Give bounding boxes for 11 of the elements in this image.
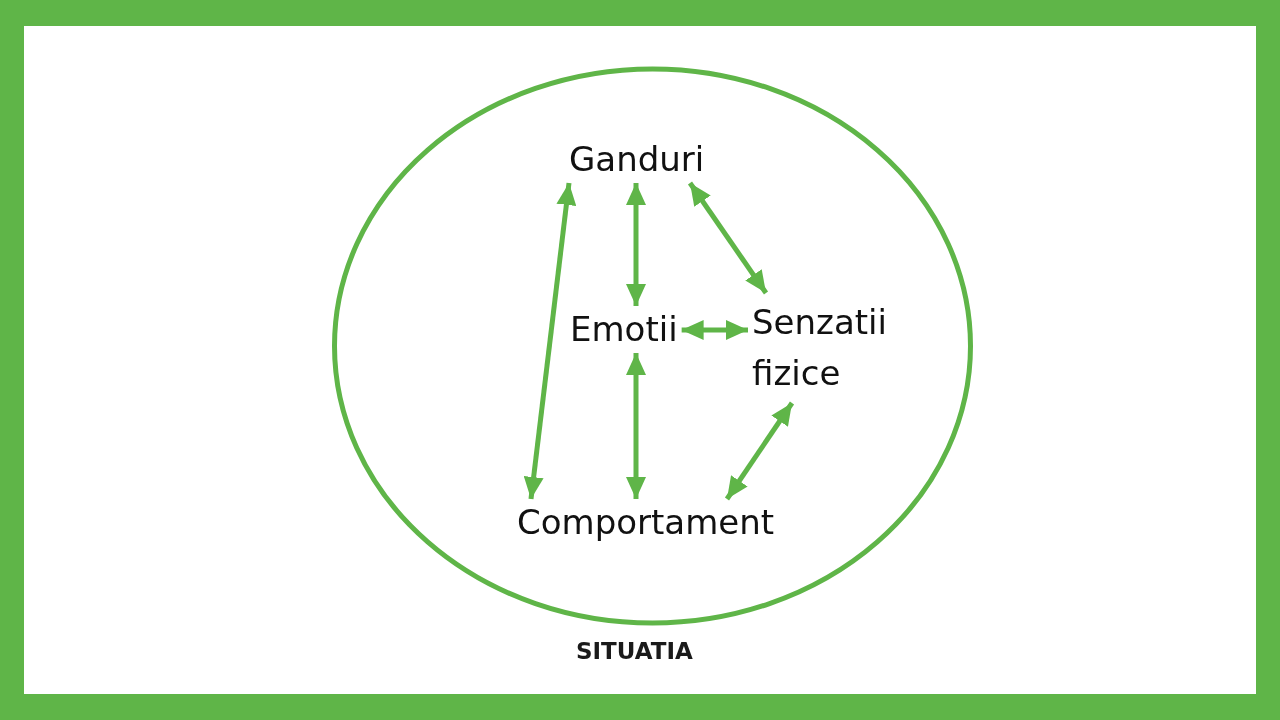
concept-label: Ganduri <box>569 140 705 179</box>
arrow <box>681 320 748 340</box>
concept-label: Senzatii fizice <box>752 297 902 399</box>
arrow <box>687 181 769 295</box>
arrow <box>626 183 646 306</box>
arrow <box>626 353 646 499</box>
concept-label: Emotii <box>570 310 678 349</box>
arrow <box>523 182 577 500</box>
ellipse-heading: SITUATIA <box>576 637 693 666</box>
concept-label: Comportament <box>517 503 775 542</box>
arrow <box>724 401 795 501</box>
